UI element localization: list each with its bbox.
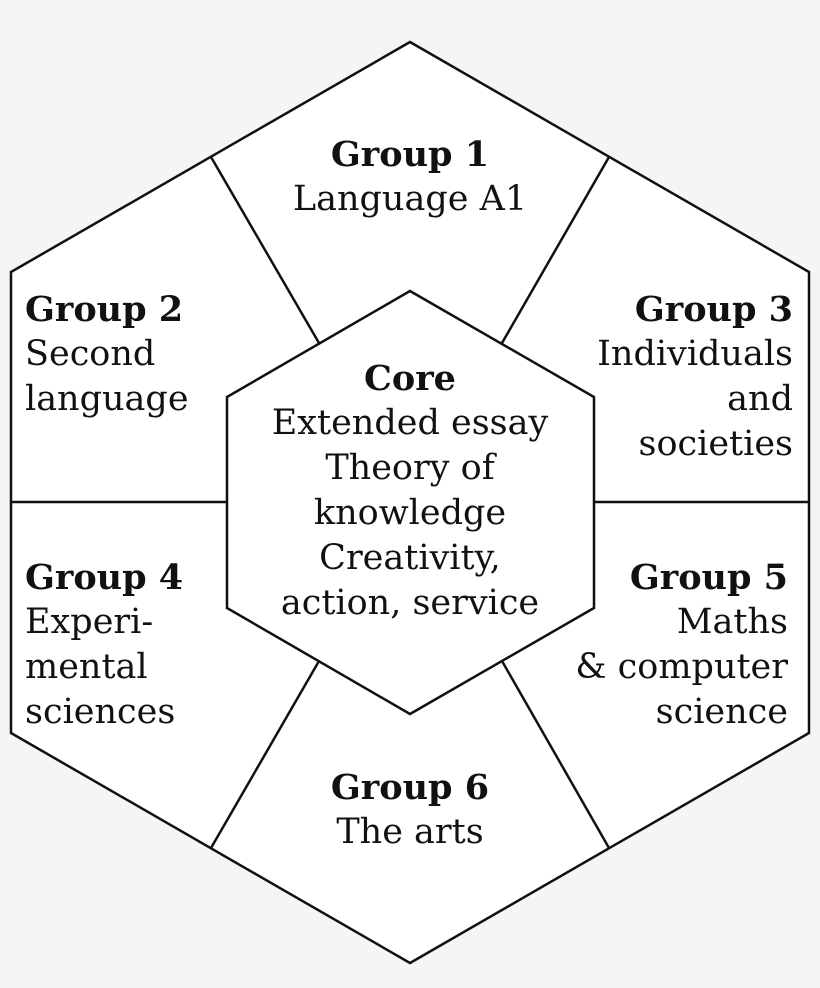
group-4-line-1: Experi-	[25, 602, 154, 642]
group-5-line-3: science	[655, 692, 788, 732]
group-4-label: Group 4 Experi- mental sciences	[25, 555, 183, 735]
group-1-line-1: Language A1	[292, 179, 528, 219]
group-3-title: Group 3	[634, 289, 793, 330]
core-line-1: Extended essay	[271, 403, 549, 443]
group-5-line-2: & computer	[575, 647, 788, 687]
group-5-title: Group 5	[629, 557, 788, 598]
group-2-line-2: language	[25, 379, 189, 419]
core-line-3: knowledge	[313, 493, 507, 533]
group-3-line-2: and	[727, 379, 793, 419]
group-3-line-3: societies	[638, 424, 793, 464]
core-hexagon	[225, 289, 596, 716]
group-2-title: Group 2	[25, 289, 184, 330]
core-line-5: action, service	[280, 583, 540, 623]
group-5-line-1: Maths	[676, 602, 788, 642]
group-1-label: Group 1 Language A1	[250, 132, 570, 222]
group-6-title: Group 6	[330, 767, 490, 808]
divider-group4-group6	[209, 660, 321, 849]
divider-group1-group3	[500, 156, 611, 344]
group-6-label: Group 6 The arts	[250, 765, 570, 855]
core-line-2: Theory of	[325, 448, 495, 488]
divider-group1-group2	[209, 156, 321, 344]
group-2-label: Group 2 Second language	[25, 287, 189, 422]
group-3-label: Group 3 Individuals and societies	[597, 287, 793, 467]
group-4-line-3: sciences	[25, 692, 176, 732]
group-6-line-1: The arts	[336, 812, 484, 852]
group-3-line-1: Individuals	[597, 334, 793, 374]
divider-group5-group6	[500, 660, 611, 849]
core-title: Core	[364, 358, 456, 399]
group-2-line-1: Second	[25, 334, 156, 374]
core-label: Core Extended essay Theory of knowledge …	[250, 356, 570, 626]
group-1-title: Group 1	[330, 134, 490, 175]
group-4-line-2: mental	[25, 647, 148, 687]
core-line-4: Creativity,	[319, 538, 501, 578]
group-4-title: Group 4	[25, 557, 184, 598]
group-5-label: Group 5 Maths & computer science	[575, 555, 788, 735]
